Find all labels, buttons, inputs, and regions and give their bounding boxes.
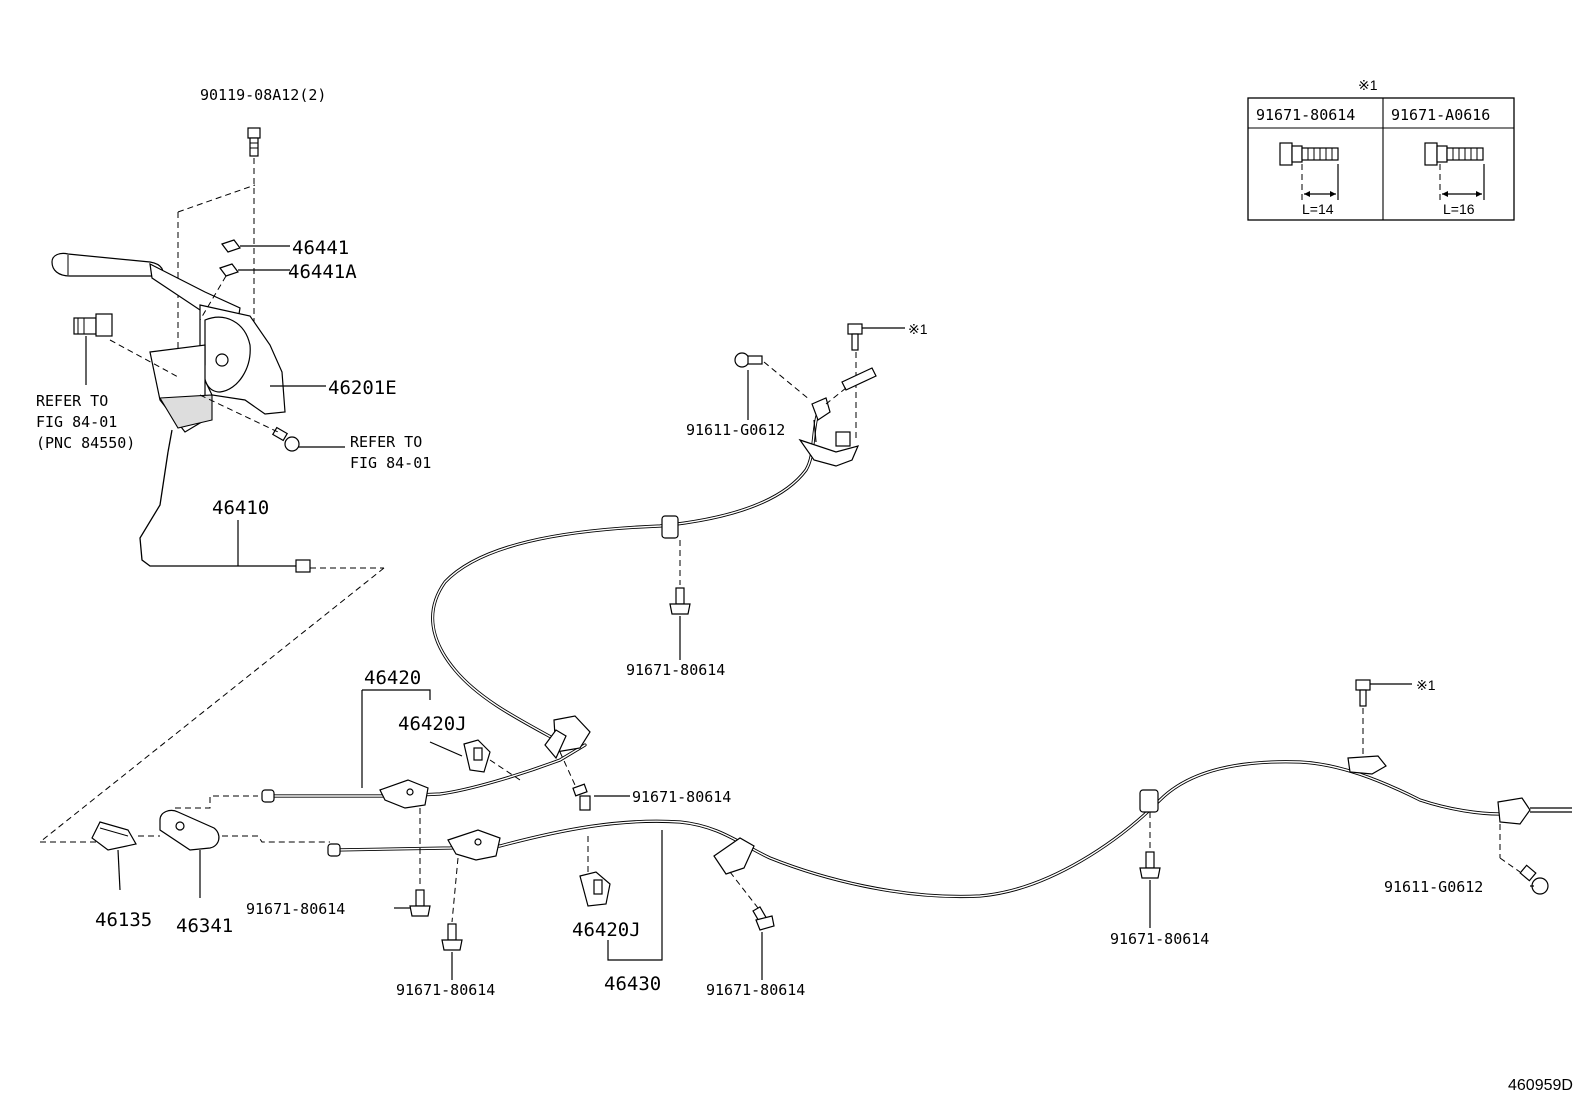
front-cable-end-icon <box>295 559 311 573</box>
upper-bolt-91611-icon <box>734 352 763 368</box>
clip-46441a-icon <box>219 263 239 277</box>
label-clip-46441a: 46441A <box>288 261 357 283</box>
label-refer-2-line1: REFER TO <box>350 433 422 451</box>
label-bolt-lower-right: 91611-G0612 <box>1384 878 1483 896</box>
center-lower-bolt-icon <box>441 923 463 951</box>
fastener-legend-table: ※1 91671-80614 91671-A0616 L=14 <box>1247 77 1515 221</box>
parking-brake-lever-assembly <box>51 127 384 573</box>
label-bolt-right-clamp: 91671-80614 <box>1110 930 1209 948</box>
legend-part-1: 91671-80614 <box>1256 106 1355 124</box>
legend-length-1: L=14 <box>1302 201 1334 217</box>
label-lever-46201e: 46201E <box>328 377 397 399</box>
label-bolt-rh-junction: 91671-80614 <box>632 788 731 806</box>
bolt-l16-icon <box>1424 142 1485 200</box>
label-bolt-upper-left: 91611-G0612 <box>686 421 785 439</box>
equalizer-46135 <box>91 821 137 891</box>
label-clamp-46420j-upper: 46420J <box>398 713 467 735</box>
label-bolt-top: 90119-08A12(2) <box>200 86 326 104</box>
right-clamp-bolt-icon <box>1139 851 1161 879</box>
label-refer-1-line1: REFER TO <box>36 392 108 410</box>
label-front-cable-46410: 46410 <box>212 497 269 519</box>
upper-stud-icon <box>841 367 877 391</box>
top-bolt-icon <box>247 127 261 157</box>
label-bolt-mid-clamp: 91671-80614 <box>626 661 725 679</box>
junction-bolt-icon <box>572 783 591 811</box>
label-marker-right: ※1 <box>1416 677 1436 693</box>
bracket-46341 <box>159 809 220 898</box>
label-cable-46430: 46430 <box>604 973 661 995</box>
brake-switch-icon <box>73 313 113 337</box>
mid-clamp-bolt-icon <box>669 587 691 615</box>
left-lower-bolt-icon <box>409 889 431 917</box>
label-refer-1-line3: (PNC 84550) <box>36 434 135 452</box>
cable-46420 <box>261 397 860 809</box>
label-refer-2-line2: FIG 84-01 <box>350 454 431 472</box>
clamp-46420j-upper <box>463 739 491 773</box>
label-bolt-left-lower: 91671-80614 <box>246 900 345 918</box>
lower-right-bolt-icon <box>1519 864 1549 895</box>
label-clamp-46420j-lower: 46420J <box>572 919 641 941</box>
label-bracket-46341: 46341 <box>176 915 233 937</box>
clip-46441-icon <box>221 239 241 253</box>
legend-marker: ※1 <box>1358 77 1378 93</box>
label-bolt-lh-bracket: 91671-80614 <box>706 981 805 999</box>
bracket-bolt-icon <box>752 906 775 931</box>
legend-length-2: L=16 <box>1443 201 1475 217</box>
label-cable-46420: 46420 <box>364 667 421 689</box>
label-clip-46441: 46441 <box>292 237 349 259</box>
right-marker-bolt-icon <box>1355 679 1371 707</box>
label-refer-1-line2: FIG 84-01 <box>36 413 117 431</box>
cable-46430 <box>327 755 1572 899</box>
label-bolt-center-lower: 91671-80614 <box>396 981 495 999</box>
bolt-l14-icon <box>1279 142 1339 200</box>
legend-part-2: 91671-A0616 <box>1391 106 1490 124</box>
clamp-46420j-lower <box>579 871 611 907</box>
label-equalizer-46135: 46135 <box>95 909 152 931</box>
figure-id: 460959D <box>1508 1077 1573 1094</box>
label-marker-upper: ※1 <box>908 321 928 337</box>
upper-bolt-marker-icon <box>847 323 863 351</box>
